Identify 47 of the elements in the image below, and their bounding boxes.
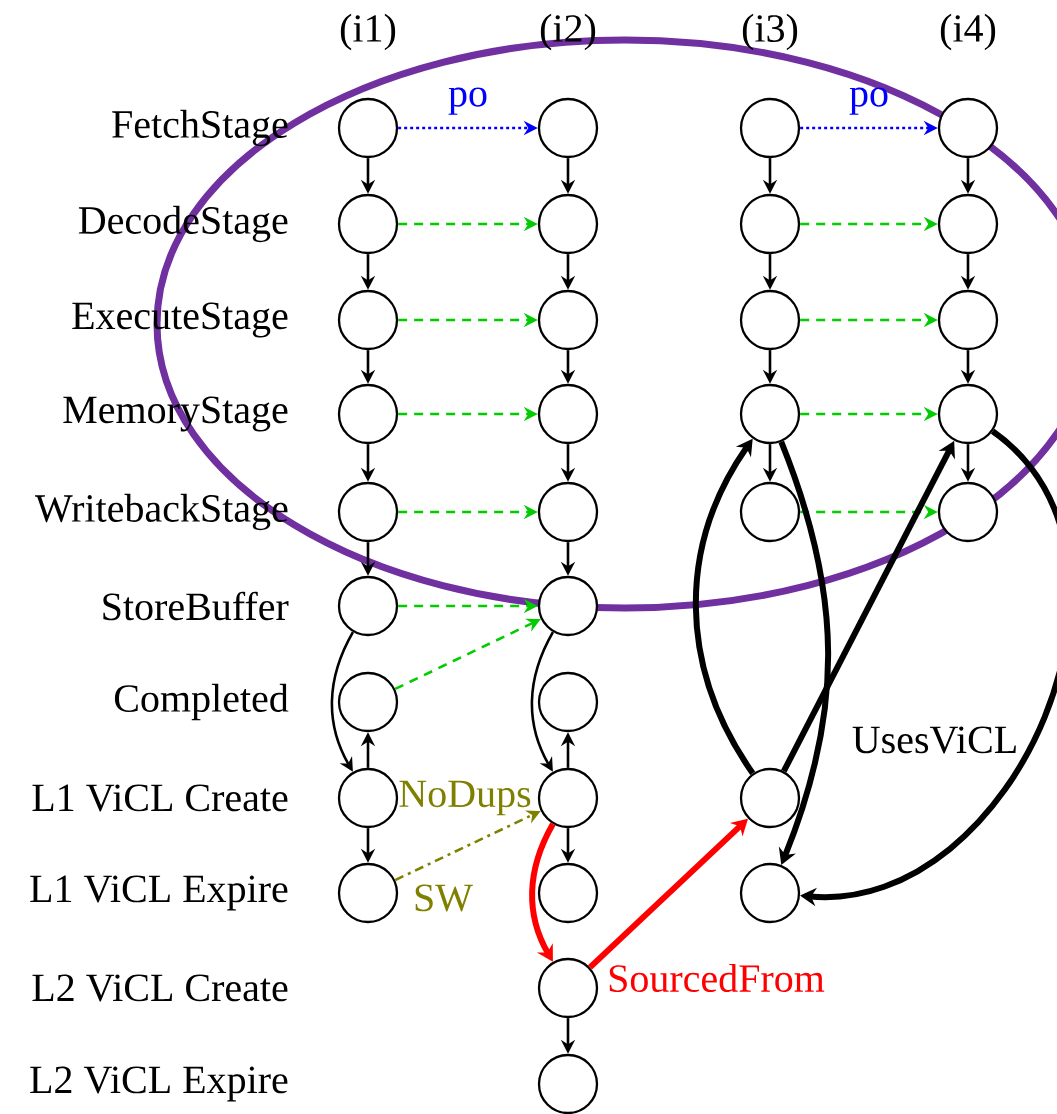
event-circle [937,289,999,351]
row-label: L2 ViCL Create [32,974,288,1002]
column-heading: (i3) [742,13,798,51]
event-circle [537,383,599,445]
event-circle [937,383,999,445]
event-circle [537,671,599,733]
edge-label: po [849,87,888,115]
event-circle [337,862,399,924]
event-circle [537,97,599,159]
event-circle [537,289,599,351]
event-circle [337,575,399,637]
event-circle [337,383,399,445]
column-heading: (i4) [940,13,996,51]
event-circle [937,97,999,159]
event-circle [537,957,599,1019]
event-circle [739,289,801,351]
row-label: L1 ViCL Create [32,784,288,812]
row-label: Completed [114,683,289,721]
event-circle [337,767,399,829]
row-label: StoreBuffer [103,591,289,621]
event-circle [739,383,801,445]
relation-label: NoDups [399,780,531,816]
event-circle [739,862,801,924]
event-circle [537,193,599,255]
event-circle [337,289,399,351]
event-circle [739,97,801,159]
edge-label: SourcedFrom [609,963,825,993]
event-circle [739,481,801,543]
event-circle [537,575,599,637]
row-label: L2 ViCL Expire [30,1066,288,1102]
event-circle [739,193,801,255]
event-circle [337,481,399,543]
event-circle [537,862,599,924]
event-circle [537,481,599,543]
event-circle [537,767,599,829]
column-heading: (i1) [340,13,396,51]
event-circle [337,97,399,159]
edge-label: UsesViCL [852,726,1016,754]
event-circle [937,481,999,543]
edge-label: SW [415,884,473,912]
row-label: FetchStage [112,109,288,147]
event-circle [937,193,999,255]
event-circle [739,767,801,829]
event-circle [337,671,399,733]
edge-label: po [448,87,487,115]
event-circle [337,193,399,255]
row-label: L1 ViCL Expire [30,875,288,911]
